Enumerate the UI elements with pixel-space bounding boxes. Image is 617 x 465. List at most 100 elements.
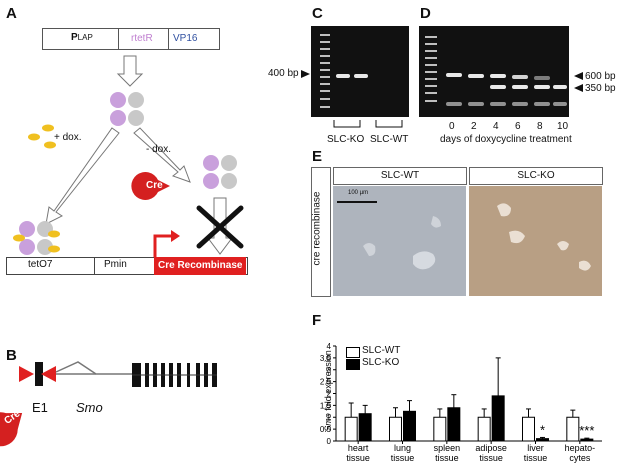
bar <box>358 413 372 442</box>
panel-label-f: F <box>312 312 322 329</box>
gel-band <box>512 75 528 79</box>
bar <box>491 395 505 442</box>
bar <box>580 438 594 442</box>
day-label: 10 <box>557 121 569 132</box>
gel-band <box>354 74 368 78</box>
y-tick-label: 1.5 <box>320 401 332 410</box>
gel-band <box>468 102 484 106</box>
cre-bubble-label: Cre <box>146 180 163 191</box>
pmin-label: Pmin <box>104 259 127 270</box>
panel-label-b: B <box>6 347 17 364</box>
gel-c <box>311 26 409 117</box>
minus-dox-arrow-icon <box>133 127 191 183</box>
legend-swatch-ko <box>346 359 360 370</box>
gel-band <box>336 74 350 78</box>
x-tick-label: cytes <box>569 453 591 463</box>
down-arrow-icon <box>116 55 144 87</box>
y-tick-label: 0 <box>327 437 332 446</box>
x-tick-label: liver <box>527 443 544 453</box>
x-tick-label: lung <box>394 443 411 453</box>
bar <box>447 407 461 442</box>
gel-band <box>446 73 462 77</box>
legend-label-ko: SLC-KO <box>362 357 400 368</box>
construct-promoter: PLAP <box>71 32 93 43</box>
gel-band <box>468 74 484 78</box>
gel-c-group-brackets <box>333 120 403 128</box>
histology-wt-image <box>333 186 466 296</box>
smo-gene-diagram <box>0 361 217 447</box>
construct-rtetr: rtetR <box>131 33 153 44</box>
bar <box>536 438 549 442</box>
y-tick-label: 0.5 <box>320 425 332 434</box>
significance-label: * <box>540 422 545 437</box>
legend-swatch-wt <box>346 347 360 358</box>
panel-label-d: D <box>420 5 431 22</box>
gel-c-group-ko: SLC-KO <box>327 134 365 145</box>
e-title-wt: SLC-WT <box>333 167 467 185</box>
arrow-right-icon <box>301 70 310 78</box>
e-title-ko: SLC-KO <box>469 167 603 185</box>
x-tick-label: heart <box>348 443 369 453</box>
y-tick-label: 3 <box>327 366 332 375</box>
construct-vp16: VP16 <box>173 33 198 44</box>
day-label: 2 <box>471 121 477 132</box>
plus-dox-arrow-icon <box>45 127 120 225</box>
loxp-site-icon <box>19 366 34 382</box>
x-tick-label: spleen <box>434 443 461 453</box>
bar <box>522 416 535 442</box>
gel-c-marker-label: 400 bp <box>268 68 299 79</box>
x-tick-label: hepato- <box>565 443 596 453</box>
arrow-left-icon <box>574 84 583 92</box>
gene-label: Smo <box>76 400 103 415</box>
y-tick-label: 2.5 <box>320 378 332 387</box>
panel-a-diagram <box>13 55 244 258</box>
day-label: 8 <box>537 121 543 132</box>
block-x-icon <box>196 205 244 249</box>
y-tick-label: 3.5 <box>320 354 332 363</box>
gel-band <box>534 85 550 89</box>
gel-band <box>490 102 506 106</box>
gel-band <box>534 76 550 80</box>
gel-band <box>446 102 462 106</box>
transcription-start-arrow-icon <box>153 234 172 258</box>
gel-band <box>553 85 567 89</box>
bound-complex <box>13 221 60 255</box>
bar <box>389 416 402 442</box>
exon-label: E1 <box>32 400 48 415</box>
bar <box>403 410 416 442</box>
loxp-site-icon <box>41 366 56 382</box>
y-tick-label: 2 <box>327 390 332 399</box>
panel-label-a: A <box>6 5 17 22</box>
gel-band <box>512 85 528 89</box>
cre-protein-icon <box>131 172 170 200</box>
cre-protein-icon <box>0 412 23 447</box>
teto7-label: tetO7 <box>28 259 53 270</box>
legend-label-wt: SLC-WT <box>362 345 401 356</box>
minus-dox-label: - dox. <box>146 144 172 155</box>
cre-recombinase-box <box>154 257 246 275</box>
e-side-box <box>311 167 331 297</box>
bar <box>344 416 358 442</box>
doxycycline-molecules <box>28 124 56 149</box>
significance-label: *** <box>579 423 594 438</box>
gel-band <box>553 102 567 106</box>
bar <box>477 416 491 442</box>
transactivator-tetramer <box>110 92 144 126</box>
plus-dox-label: + dox. <box>54 132 82 143</box>
x-tick-label: tissue <box>479 453 503 463</box>
gel-band <box>490 85 506 89</box>
gel-band <box>534 102 550 106</box>
x-tick-label: tissue <box>524 453 548 463</box>
x-tick-label: tissue <box>391 453 415 463</box>
y-tick-label: 4 <box>327 342 332 351</box>
panel-label-e: E <box>312 148 323 165</box>
arrow-left-icon <box>574 72 583 80</box>
x-tick-label: tissue <box>435 453 459 463</box>
gel-band <box>512 102 528 106</box>
histology-ko-image <box>469 186 602 296</box>
gel-d <box>419 26 569 117</box>
bar <box>433 416 447 442</box>
gel-d-marker-350: 350 bp <box>585 83 616 94</box>
day-label: 0 <box>449 121 455 132</box>
scale-bar-label: 100 µm <box>348 190 369 196</box>
